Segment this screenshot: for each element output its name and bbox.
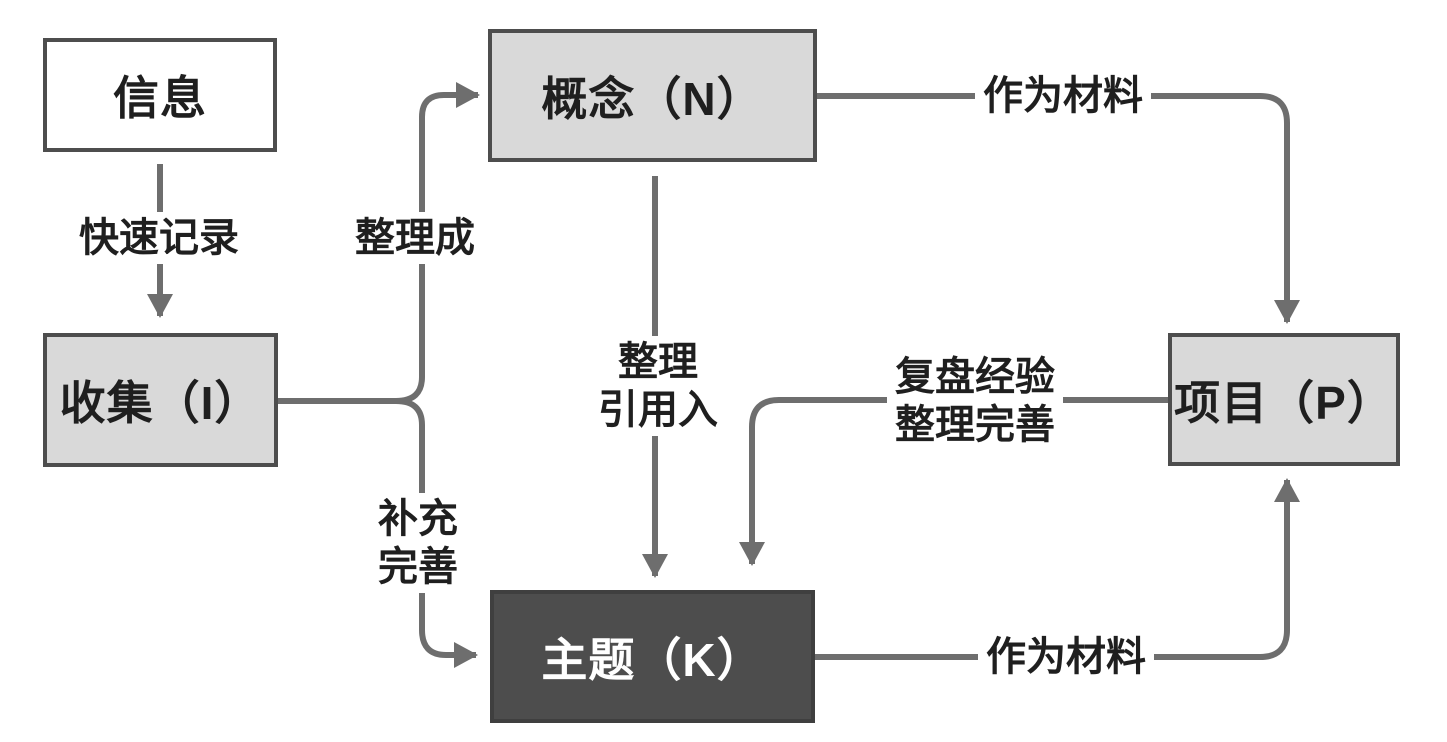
- edge-label-organize-cite-into: 整理 引用入: [590, 336, 726, 436]
- edge-label-supplement-improve: 补充 完善: [370, 493, 466, 593]
- node-topic: 主题（K）: [490, 590, 815, 723]
- edge-concept-to-project-arrow: [817, 93, 1300, 324]
- node-info: 信息: [43, 38, 277, 152]
- node-collect-label: 收集（I）: [59, 377, 262, 429]
- node-project: 项目（P）: [1168, 333, 1400, 466]
- edge-project-to-topic-arrow: [739, 397, 1168, 566]
- node-concept-label: 概念（N）: [541, 72, 764, 125]
- node-project-label: 项目（P）: [1174, 376, 1394, 429]
- edge-label-as-material-bottom: 作为材料: [978, 631, 1154, 683]
- node-topic-label: 主题（K）: [541, 633, 764, 686]
- edge-collect-to-topic-arrow: [395, 398, 478, 668]
- node-info-label: 信息: [113, 72, 207, 124]
- edge-label-as-material-top: 作为材料: [975, 70, 1151, 122]
- node-concept: 概念（N）: [488, 29, 817, 162]
- edge-label-organize-into: 整理成: [347, 212, 483, 264]
- node-collect: 收集（I）: [43, 333, 278, 467]
- edge-topic-to-project-arrow: [815, 478, 1300, 660]
- edge-label-quick-record: 快速记录: [71, 212, 247, 264]
- edge-label-review-experience: 复盘经验 整理完善: [887, 351, 1063, 451]
